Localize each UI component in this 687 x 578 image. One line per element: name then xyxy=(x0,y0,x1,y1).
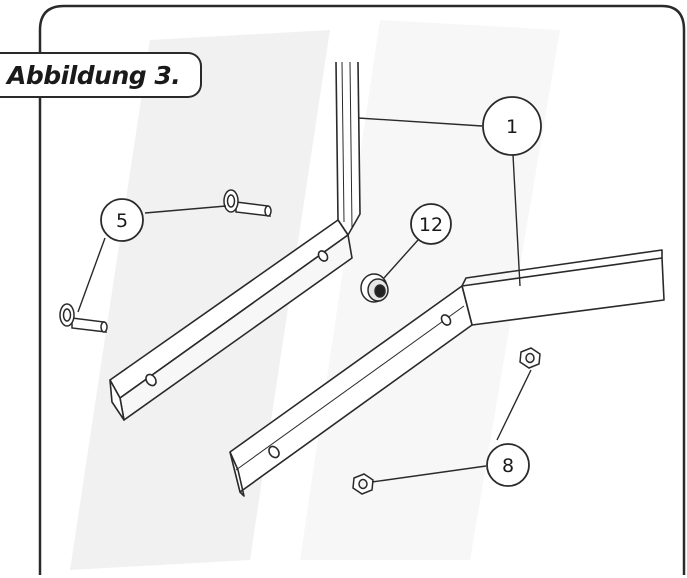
figure-title: Abbildung 3. xyxy=(7,60,181,90)
leader-lines xyxy=(77,117,532,483)
callout-1-label: 1 xyxy=(506,116,518,138)
callout-12: 12 xyxy=(410,203,452,245)
left-bracket-arm xyxy=(109,61,361,421)
hex-nut-upper xyxy=(519,347,541,369)
figure-frame xyxy=(38,4,686,575)
callout-8-label: 8 xyxy=(502,455,514,477)
callout-5-label: 5 xyxy=(116,210,128,232)
right-bracket-arm xyxy=(229,249,665,497)
bolt-upper xyxy=(223,189,272,217)
callout-1: 1 xyxy=(482,96,542,156)
bolt-lower xyxy=(59,303,108,333)
figure-title-tab: Abbildung 3. xyxy=(0,52,202,98)
callout-8: 8 xyxy=(486,443,530,487)
hex-nut-lower xyxy=(352,473,374,495)
lock-nut xyxy=(360,273,389,303)
callout-5: 5 xyxy=(100,198,144,242)
callout-12-label: 12 xyxy=(419,214,443,236)
